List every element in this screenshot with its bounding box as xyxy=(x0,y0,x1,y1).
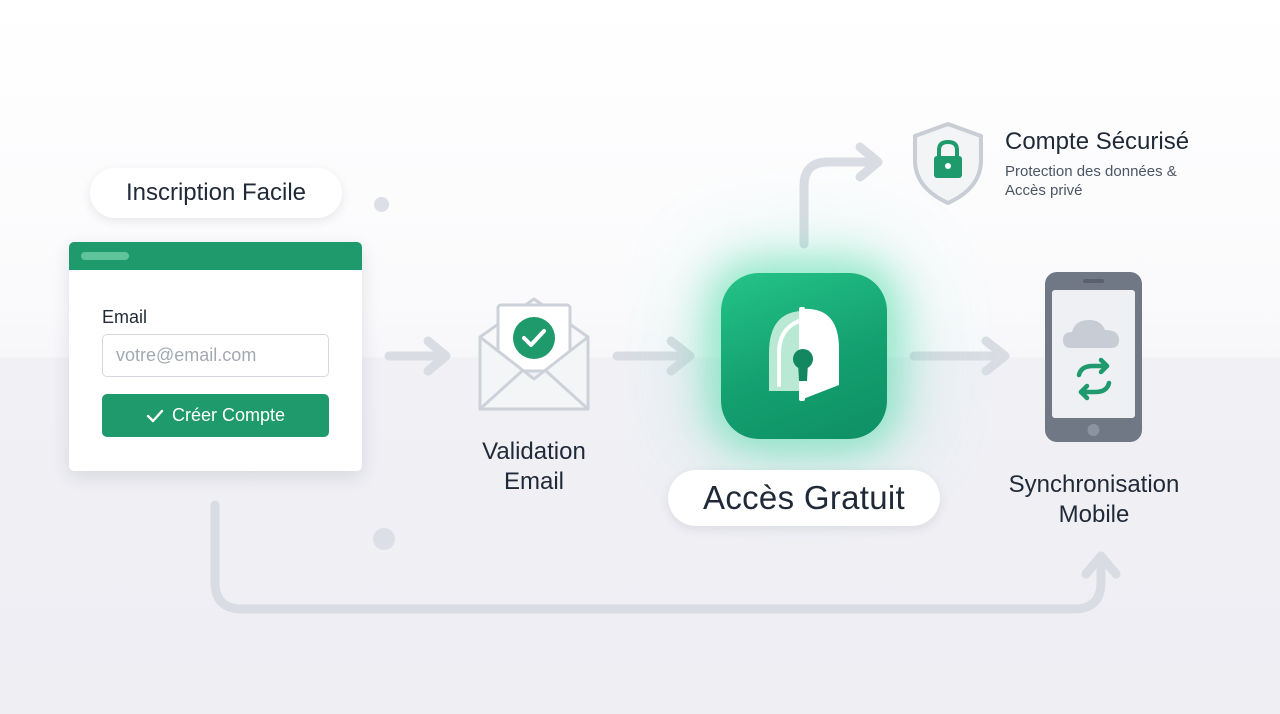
mobile-sync-line2: Mobile xyxy=(1058,501,1130,528)
sync-arrows-icon xyxy=(1076,357,1112,401)
signup-title-pill: Inscription Facile xyxy=(90,168,342,218)
signup-title: Inscription Facile xyxy=(125,179,307,206)
email-validation-line1: Validation xyxy=(482,438,586,465)
free-access-pill: Accès Gratuit xyxy=(668,470,940,526)
decorative-dot xyxy=(374,197,389,212)
secure-account-title: Compte Sécurisé xyxy=(1005,128,1190,155)
email-validation-line2: Email xyxy=(503,468,564,495)
create-account-label: Créer Compte xyxy=(171,405,286,425)
check-icon xyxy=(146,409,164,422)
form-header xyxy=(69,242,362,270)
arrow-icon xyxy=(799,142,883,249)
arrow-icon xyxy=(384,336,451,376)
secure-subtitle-line1: Protection des données & xyxy=(1005,163,1177,180)
mobile-sync-line1: Synchronisation xyxy=(1008,471,1180,498)
cloud-icon xyxy=(1063,320,1119,348)
free-access-label: Accès Gratuit xyxy=(703,479,905,516)
decorative-dot xyxy=(373,528,395,550)
form-header-bar xyxy=(81,252,129,260)
free-access-app-icon xyxy=(721,273,887,439)
secure-account-subtitle: Protection des données & Accès privé xyxy=(1005,162,1205,200)
arrow-icon xyxy=(210,500,1121,614)
arrow-icon xyxy=(612,336,695,376)
mobile-sync-caption: Synchronisation Mobile xyxy=(980,470,1208,530)
signup-form-card: Email Créer Compte xyxy=(69,242,362,471)
phone-icon xyxy=(1045,272,1142,442)
secure-subtitle-line2: Accès privé xyxy=(1005,182,1083,199)
shield-lock-icon xyxy=(913,122,983,205)
email-label: Email xyxy=(102,307,148,327)
email-field[interactable] xyxy=(102,334,329,377)
keyhole-door-icon xyxy=(769,307,839,401)
email-validation-caption: Validation Email xyxy=(450,437,618,497)
create-account-button[interactable]: Créer Compte xyxy=(102,394,329,437)
arrow-icon xyxy=(909,336,1010,376)
envelope-icon xyxy=(478,297,590,411)
